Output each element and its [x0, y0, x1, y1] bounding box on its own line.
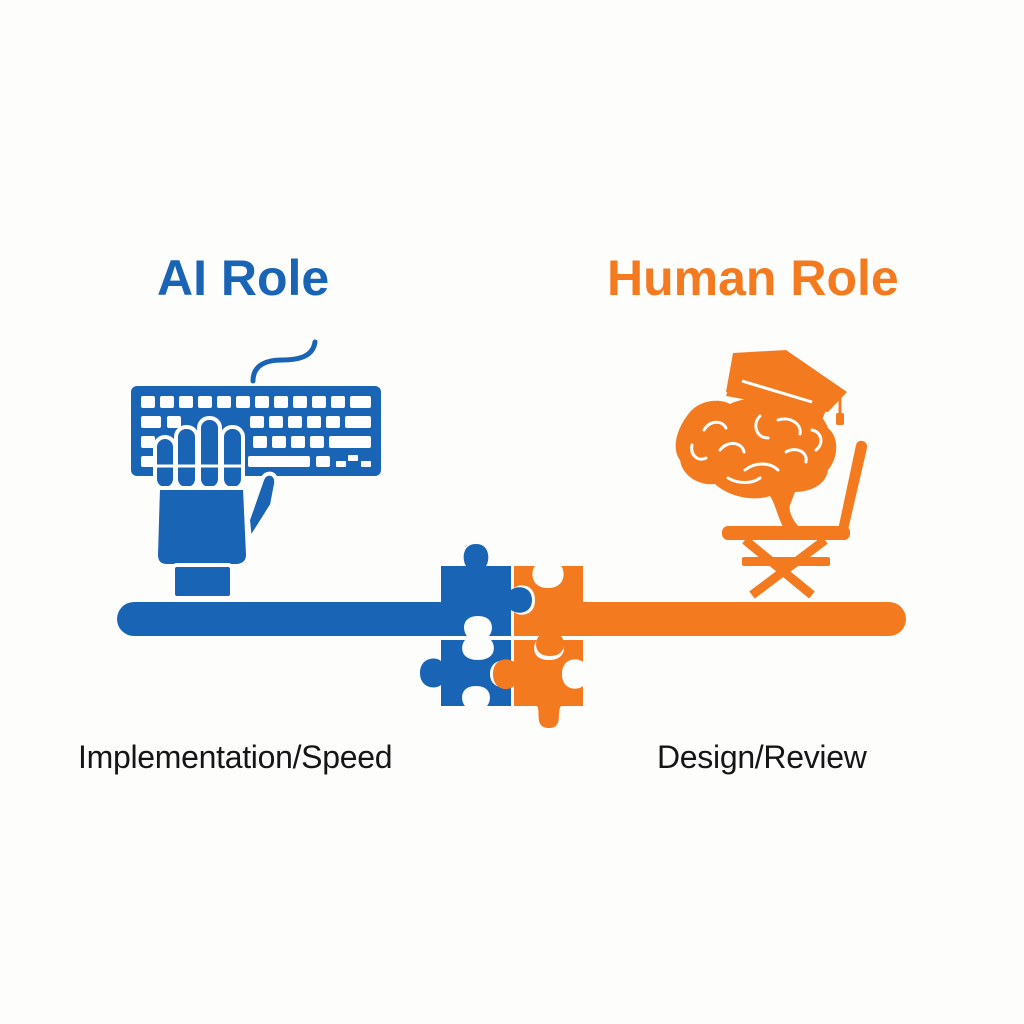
human-role-title: Human Role [607, 250, 899, 306]
ai-role-caption: Implementation/Speed [78, 739, 393, 775]
brain-with-graduation-cap-on-chair-icon [675, 350, 868, 599]
human-role-caption: Design/Review [657, 739, 867, 775]
ai-role-title: AI Role [157, 250, 330, 306]
robot-hand-on-keyboard-icon [131, 339, 381, 600]
interlocking-puzzle-pieces-icon [420, 544, 583, 728]
ai-bar [117, 602, 457, 636]
human-bar [560, 602, 906, 636]
